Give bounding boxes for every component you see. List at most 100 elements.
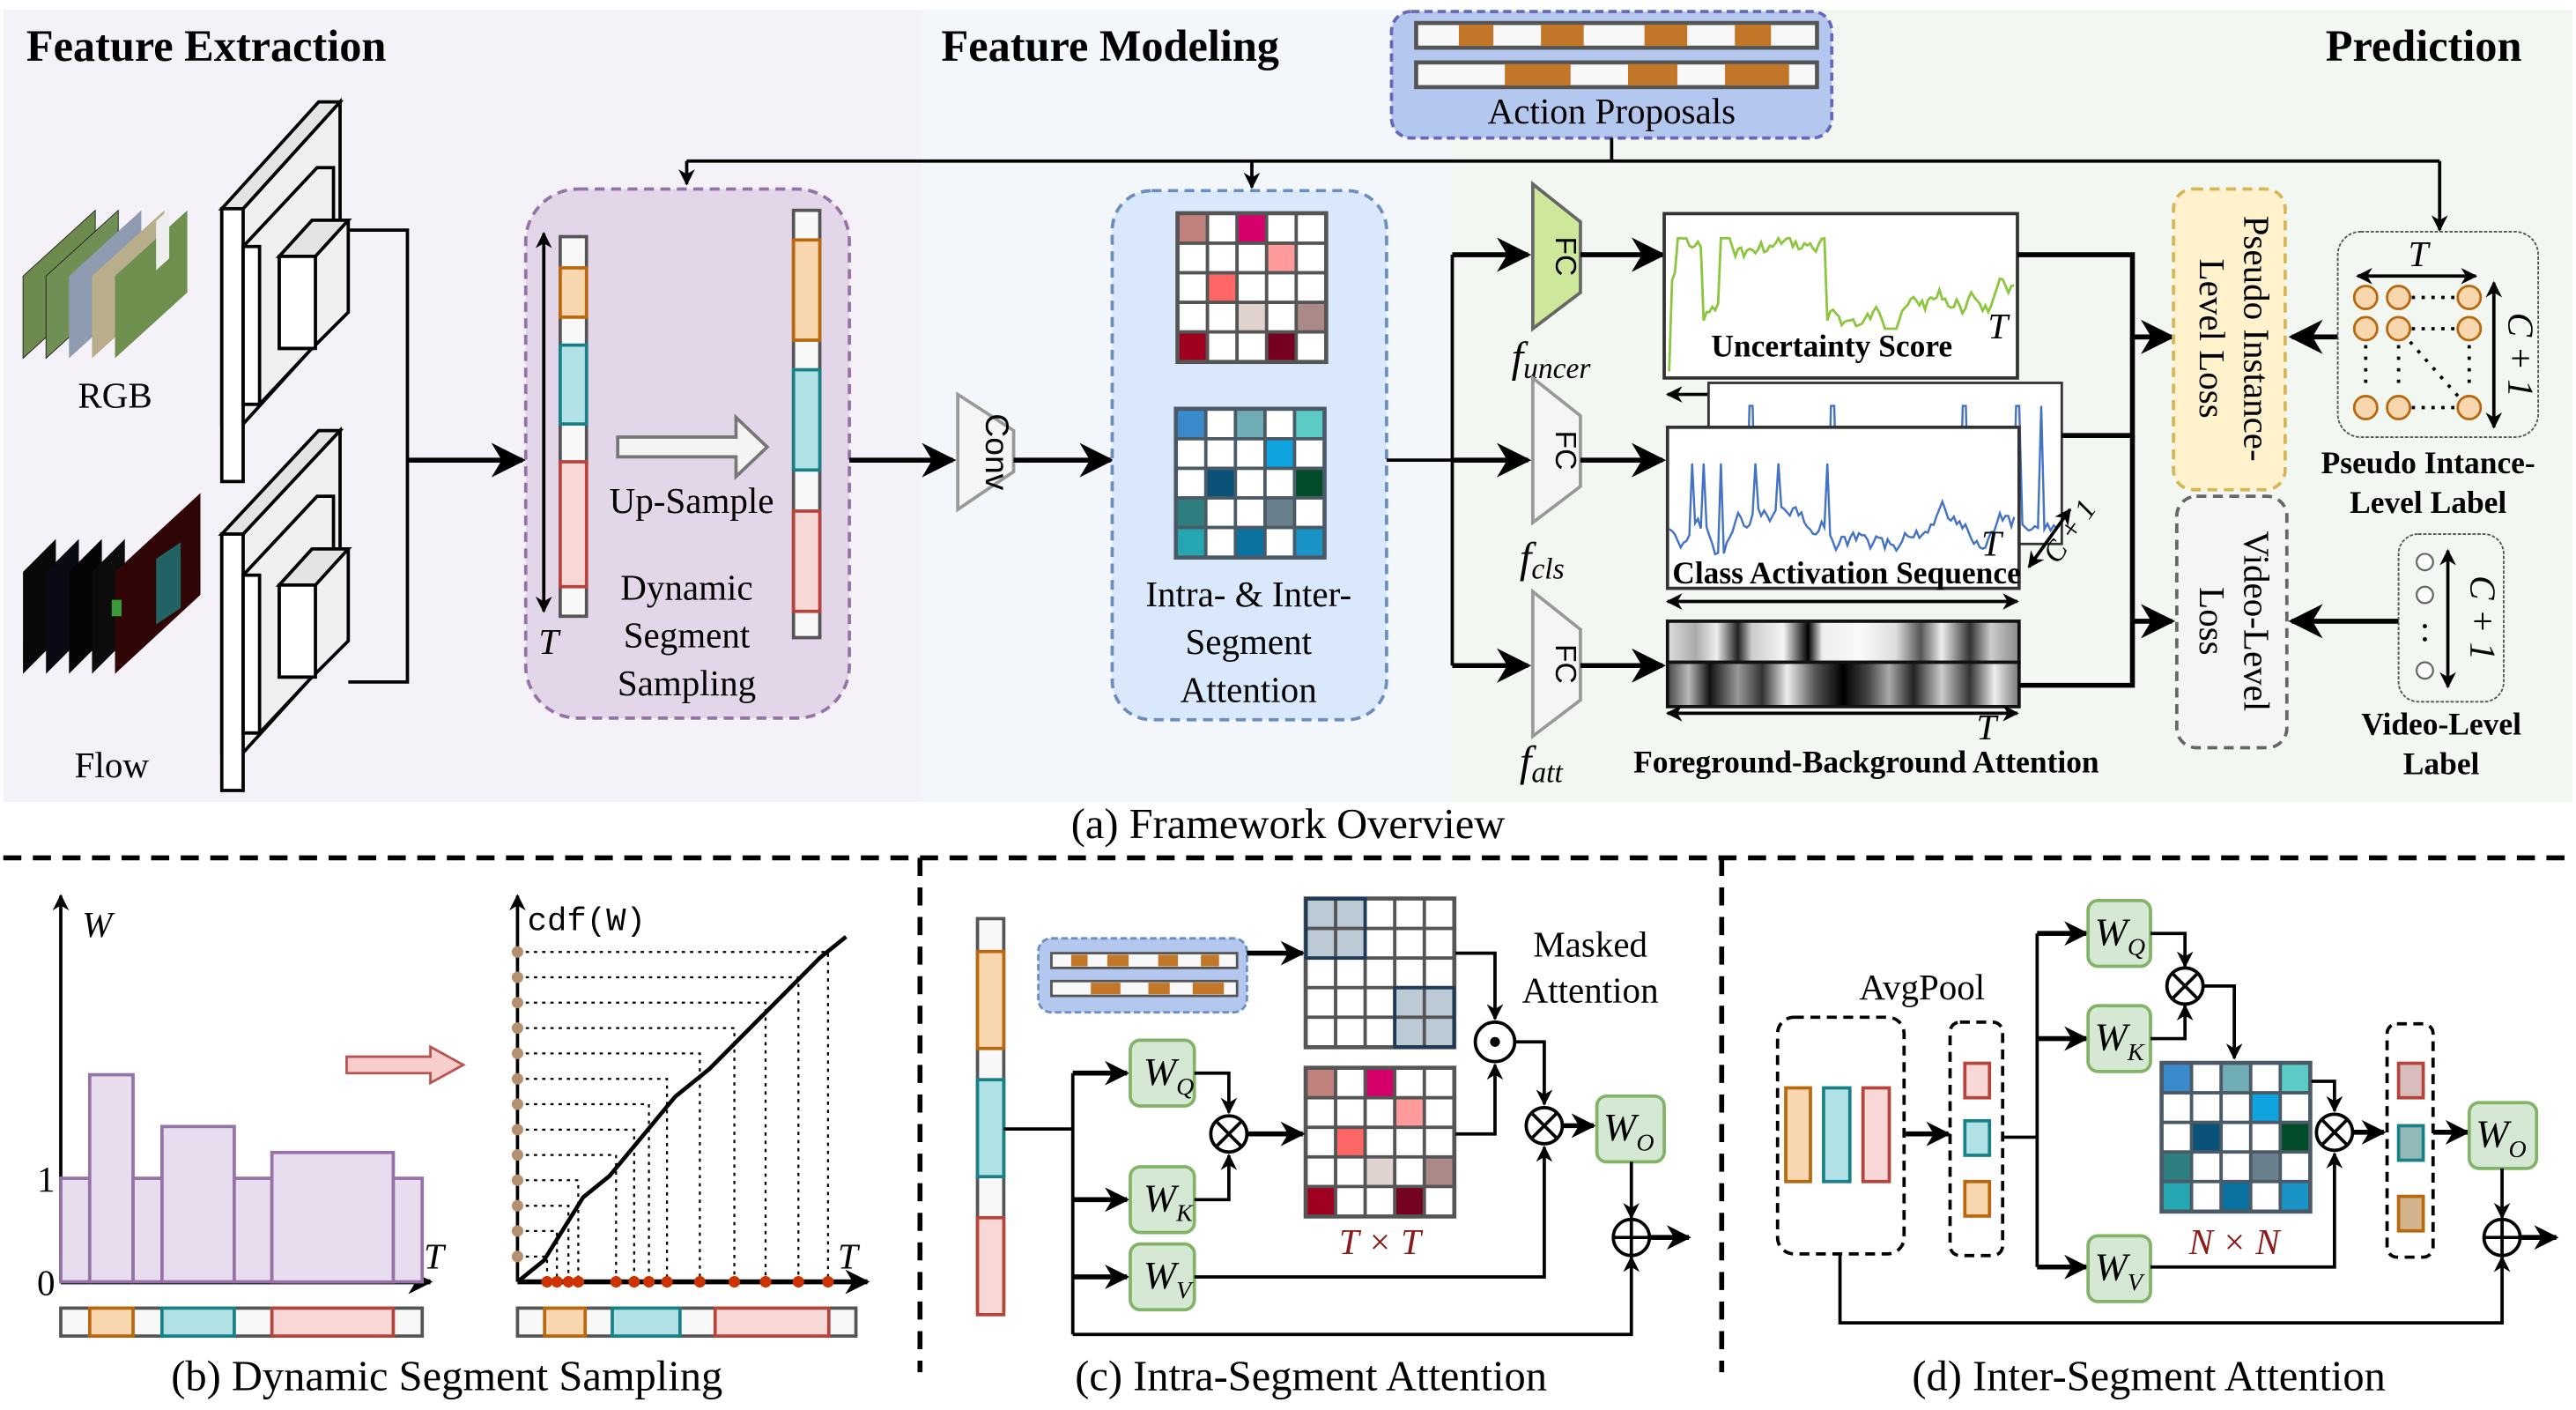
- bar-background: [131, 1176, 164, 1284]
- diag-ellipsis: [2409, 340, 2461, 399]
- sampled-time-point: [551, 1276, 563, 1288]
- matrix-cell: [2189, 1061, 2224, 1095]
- c-depth-arrow: [2027, 508, 2072, 568]
- matrix-cell: [1205, 330, 1240, 364]
- fc-label: FC: [1549, 644, 1581, 684]
- matrix-cell: [1176, 271, 1210, 304]
- matrix-cell: [1233, 437, 1267, 471]
- weight-bars: [59, 1072, 425, 1284]
- proposal-track-1: [1414, 20, 1819, 50]
- matrix-cell: [1263, 466, 1297, 500]
- c-plus-1-label: C + 1: [2463, 575, 2504, 660]
- avgpool-label: AvgPool: [1859, 967, 1985, 1007]
- out-teal: [2396, 1124, 2425, 1162]
- label-dot: [2456, 315, 2483, 342]
- matrix-cell: [1264, 330, 1299, 364]
- matrix-cell: [2219, 1150, 2253, 1184]
- bar-action-teal: [160, 1124, 236, 1284]
- projection-line: [517, 1179, 580, 1282]
- dss-title-line-1: Dynamic: [620, 568, 752, 608]
- matrix-cell: [1422, 926, 1456, 961]
- uniform-sample-point: [511, 1174, 523, 1186]
- panel-dynamic-segment-sampling: W T 1 0 cdf(W) T (b) Dynamic Segment Sam…: [37, 894, 870, 1400]
- cdf-plot: [511, 935, 848, 1288]
- wv-box: WV: [2086, 1234, 2152, 1303]
- wq-box: WQ: [2086, 899, 2152, 968]
- w-axis-label: W: [82, 904, 115, 945]
- matrix-cell: [2248, 1120, 2283, 1154]
- label-dot: [2352, 315, 2379, 342]
- projection-line: [517, 976, 800, 1282]
- matrix-cell: [2189, 1179, 2224, 1213]
- mul-to-matrix: [2202, 984, 2243, 1060]
- bar-background: [391, 1176, 425, 1284]
- sampled-time-point: [610, 1276, 622, 1288]
- matmul-icon: [1524, 1106, 1565, 1146]
- matrix-cell: [1334, 1154, 1367, 1189]
- residual-line: [1838, 1253, 2511, 1325]
- matrix-cell: [1263, 496, 1297, 530]
- matrix-cell: [1363, 1095, 1397, 1130]
- uniform-sample-point: [511, 1149, 523, 1161]
- matrix-cell: [1203, 496, 1238, 530]
- uniform-sample-point: [511, 1124, 523, 1136]
- matmul-icon: [1209, 1114, 1249, 1154]
- matrix-cell: [1363, 1066, 1397, 1100]
- label-dot: [2456, 395, 2483, 420]
- matrix-cell: [2278, 1061, 2312, 1095]
- tick-1: 1: [37, 1159, 56, 1199]
- matrix-cell: [2219, 1179, 2253, 1213]
- attn-to-hadamard: [1455, 1063, 1504, 1136]
- matrix-cell: [1334, 1015, 1367, 1049]
- sampled-time-point: [643, 1276, 655, 1288]
- matrix-cell: [2219, 1061, 2253, 1095]
- label-dot: [2386, 285, 2412, 310]
- hadamard-icon: [1473, 1020, 1517, 1064]
- fb-attention-label: Foreground-Background Attention: [1633, 744, 2099, 779]
- video-level-loss-block: Video-Level Loss: [2174, 494, 2289, 750]
- sampled-time-point: [792, 1276, 804, 1288]
- matrix-cell: [1235, 271, 1269, 304]
- video-label-line-1: Video-Level: [2361, 707, 2521, 742]
- wo-box: WO: [2467, 1101, 2539, 1170]
- t-axis-label: T: [538, 621, 561, 662]
- projection-line: [517, 1128, 635, 1282]
- fc-label: FC: [1549, 237, 1581, 277]
- label-dot: [2386, 395, 2412, 420]
- matrix-cell: [1393, 1015, 1426, 1049]
- label-dot: [2352, 285, 2379, 310]
- matrix-cell: [2248, 1091, 2283, 1124]
- matrix-cell: [1363, 1184, 1397, 1218]
- matrix-cell: [1294, 301, 1328, 334]
- matrix-cell: [2219, 1091, 2253, 1124]
- matrix-cell: [1304, 926, 1337, 961]
- cas-label: Class Activation Sequence: [1672, 555, 2021, 590]
- matrix-cell: [1264, 271, 1299, 304]
- masked-line-1: Masked: [1533, 924, 1647, 964]
- proposal-track-2: [1414, 60, 1819, 90]
- transform-arrow-icon: [345, 1044, 466, 1086]
- matrix-cell: [1304, 1184, 1337, 1218]
- matrix-cell: [1363, 985, 1397, 1020]
- matrix-cell: [1203, 437, 1238, 471]
- sampled-time-point: [628, 1276, 640, 1288]
- uniform-sample-point: [511, 1022, 523, 1035]
- hadamard-to-mul: [1514, 1040, 1553, 1107]
- matrix-cell: [1292, 525, 1326, 560]
- matrix-cell: [1422, 897, 1456, 931]
- fc-cls-block: FC: [1530, 375, 1582, 526]
- matrix-cell: [2278, 1179, 2312, 1213]
- wo-box: WO: [1595, 1094, 1666, 1164]
- wv-box: WV: [1129, 1242, 1196, 1312]
- masked-line-2: Attention: [1522, 970, 1659, 1011]
- matrix-cell: [1233, 466, 1267, 500]
- matrix-cell: [1334, 1125, 1367, 1159]
- matrix-cell: [1334, 1066, 1367, 1100]
- matrix-to-mul: [2311, 1080, 2343, 1113]
- intra-attention-matrix: [1175, 211, 1329, 365]
- cdf-t-label: T: [838, 1236, 861, 1277]
- matrix-cell: [1205, 212, 1240, 245]
- matrix-cell: [1292, 407, 1326, 441]
- matrix-cell: [1264, 241, 1299, 275]
